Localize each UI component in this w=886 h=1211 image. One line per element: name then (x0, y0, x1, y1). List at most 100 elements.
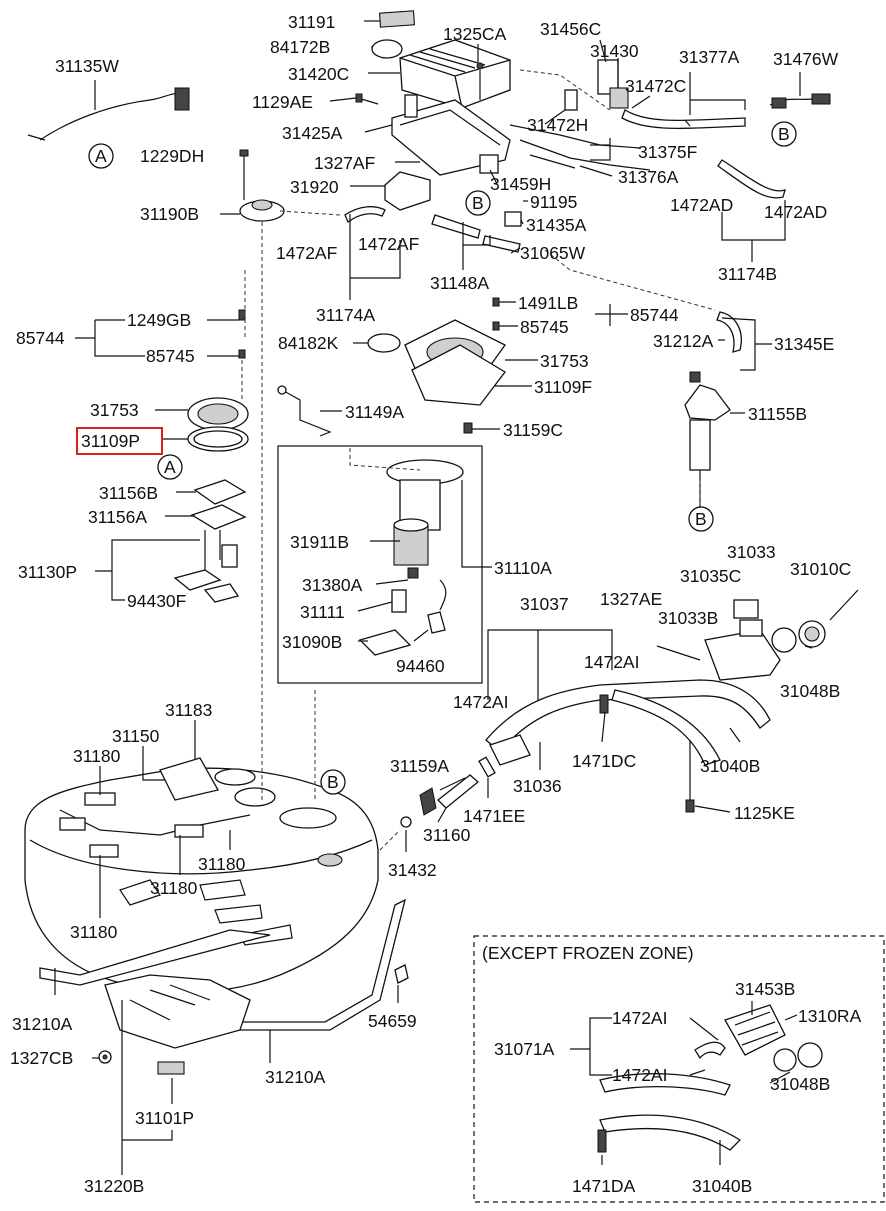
callout-31148a: 31148A (430, 273, 489, 293)
callout-31472c: 31472C (625, 76, 686, 96)
callout-1229dh: 1229DH (140, 146, 204, 166)
marker-b-tank: B (327, 772, 339, 792)
callout-31109f: 31109F (534, 377, 592, 397)
callout-31090b: 31090B (282, 632, 342, 652)
callout-31150: 31150 (112, 726, 160, 746)
callout-31420c: 31420C (288, 64, 349, 84)
callout-1472ai-upper: 1472AI (584, 652, 639, 672)
callout-31920: 31920 (290, 177, 339, 197)
callout-31183: 31183 (165, 700, 212, 720)
marker-b-right-bottom: B (695, 509, 707, 529)
callout-1249gb: 1249GB (127, 310, 191, 330)
callout-1471ee: 1471EE (463, 806, 525, 826)
callout-31101p: 31101P (135, 1108, 194, 1128)
callout-85744-left: 85744 (16, 328, 65, 348)
callout-1491lb: 1491LB (518, 293, 578, 313)
callout-31035c: 31035C (680, 566, 741, 586)
callout-31430: 31430 (590, 41, 639, 61)
callout-31156a: 31156A (88, 507, 147, 527)
callout-31155b: 31155B (748, 404, 807, 424)
callout-31071a: 31071A (494, 1039, 555, 1059)
marker-b-right-top: B (778, 124, 790, 144)
callout-85745-top: 85745 (520, 317, 569, 337)
callout-31180-top: 31180 (73, 746, 121, 766)
callout-31459h: 31459H (490, 174, 551, 194)
callout-31476w: 31476W (773, 49, 839, 69)
callout-31010c: 31010C (790, 559, 851, 579)
marker-a-mid: A (164, 457, 176, 477)
callout-1310ra: 1310RA (798, 1006, 862, 1026)
callout-85744-top: 85744 (630, 305, 679, 325)
callout-94430f: 94430F (127, 591, 186, 611)
fuel-pump-assembly-box (277, 445, 483, 684)
callout-31110a: 31110A (494, 558, 552, 578)
callout-1472ai-mid: 1472AI (453, 692, 508, 712)
callout-31753-top: 31753 (540, 351, 589, 371)
connection-lines (244, 69, 716, 851)
callout-31149a: 31149A (345, 402, 404, 422)
callout-31048b-upper: 31048B (780, 681, 840, 701)
callout-31040b-inset: 31040B (692, 1176, 752, 1196)
callout-1472ai-inset-bottom: 1472AI (612, 1065, 667, 1085)
callout-31435a: 31435A (526, 215, 587, 235)
callout-31210a-left: 31210A (12, 1014, 73, 1034)
part-callouts: 31191 84172B 31420C 1325CA 31456C 31430 … (10, 12, 862, 1196)
callout-31180-mid: 31180 (198, 854, 246, 874)
callout-31109p: 31109P (81, 431, 140, 451)
leader-lines (54, 20, 813, 1175)
callout-31380a: 31380A (302, 575, 363, 595)
callout-31033: 31033 (727, 542, 776, 562)
callout-31156b: 31156B (99, 483, 158, 503)
except-frozen-zone-inset-box (473, 935, 885, 1203)
callout-85745-left: 85745 (146, 346, 195, 366)
callout-31160: 31160 (423, 825, 471, 845)
callout-31040b-upper: 31040B (700, 756, 760, 776)
callout-1125ke: 1125KE (734, 803, 795, 823)
callout-91195: 91195 (530, 192, 577, 212)
callout-94460: 94460 (396, 656, 445, 676)
callout-1472af-left: 1472AF (276, 243, 337, 263)
callout-31048b-inset: 31048B (770, 1074, 830, 1094)
callout-31190b: 31190B (140, 204, 199, 224)
callout-1472ad-left: 1472AD (670, 195, 733, 215)
callout-31065w: 31065W (520, 243, 586, 263)
marker-a-left: A (95, 146, 107, 166)
callout-31753-left: 31753 (90, 400, 139, 420)
callout-84182k: 84182K (278, 333, 339, 353)
callout-31472h: 31472H (527, 115, 588, 135)
callout-84172b: 84172B (270, 37, 330, 57)
callout-31130p: 31130P (18, 562, 77, 582)
callout-31376a: 31376A (618, 167, 679, 187)
callout-1327af: 1327AF (314, 153, 375, 173)
callout-1471dc: 1471DC (572, 751, 636, 771)
callout-31212a: 31212A (653, 331, 714, 351)
callout-54659: 54659 (368, 1011, 417, 1031)
callout-1472ai-inset-top: 1472AI (612, 1008, 667, 1028)
callout-31425a: 31425A (282, 123, 343, 143)
callout-31911b: 31911B (290, 532, 349, 552)
callout-31159c: 31159C (503, 420, 563, 440)
callout-31111: 31111 (300, 602, 345, 622)
callout-31159a: 31159A (390, 756, 449, 776)
callout-31210a-right: 31210A (265, 1067, 326, 1087)
callout-31180-lower: 31180 (150, 878, 198, 898)
callout-31432: 31432 (388, 860, 437, 880)
callout-31453b: 31453B (735, 979, 795, 999)
callout-31345e: 31345E (774, 334, 834, 354)
callout-1327ae: 1327AE (600, 589, 662, 609)
callout-1327cb: 1327CB (10, 1048, 73, 1068)
callout-31174a: 31174A (316, 305, 375, 325)
callout-31456c: 31456C (540, 19, 601, 39)
callout-31180-bottom: 31180 (70, 922, 118, 942)
callout-1472ad-right: 1472AD (764, 202, 827, 222)
marker-b-top: B (472, 193, 484, 213)
callout-31375f: 31375F (638, 142, 697, 162)
callout-1472af-right: 1472AF (358, 234, 419, 254)
callout-31191: 31191 (288, 12, 335, 32)
callout-31036: 31036 (513, 776, 562, 796)
callout-31220b: 31220B (84, 1176, 144, 1196)
callout-1129ae: 1129AE (252, 92, 313, 112)
part-drawings (24, 10, 859, 1153)
callout-1471da: 1471DA (572, 1176, 636, 1196)
